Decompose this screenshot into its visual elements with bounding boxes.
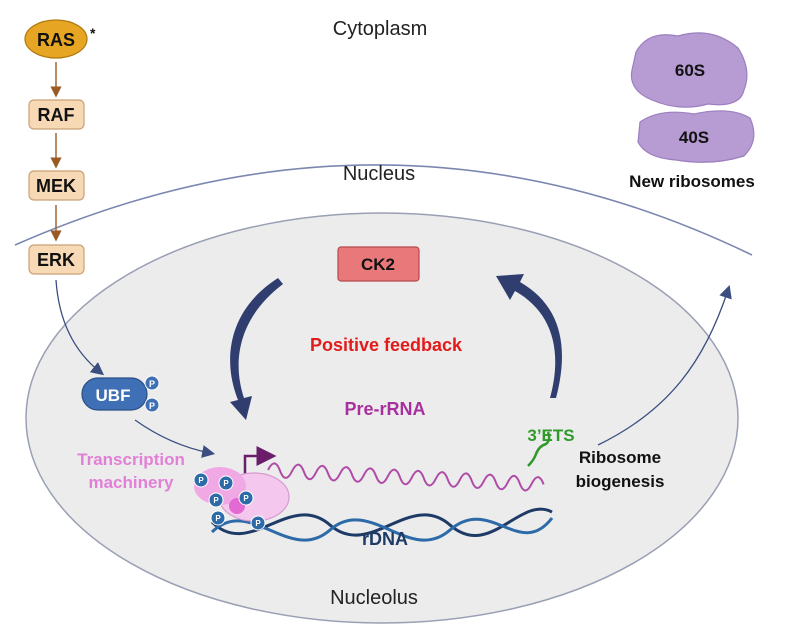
biogenesis-export-arrow [597,285,732,446]
nuclear-envelope [14,164,753,256]
ribosome-40s: 40S [637,110,755,163]
ras-node: RAS * [24,19,96,59]
ribosome-biogenesis-label-2: biogenesis [576,472,665,491]
rdna-label: rDNA [362,529,408,549]
pre-rrna-label: Pre-rRNA [344,399,425,419]
raf-label: RAF [38,105,75,125]
ribosome-biogenesis-label-1: Ribosome [579,448,661,467]
positive-feedback-label: Positive feedback [310,335,463,355]
new-ribosomes-label: New ribosomes [629,172,755,191]
ribosome-40s-label: 40S [679,128,709,147]
ribosome-60s-label: 60S [675,61,705,80]
erk-node: ERK [28,244,85,275]
ck2-label: CK2 [361,255,395,274]
nucleolus-region [25,212,739,624]
ubf-node: UBF P P [81,375,160,413]
feedback-arrow-left [230,278,283,420]
raf-node: RAF [28,99,85,130]
ets-strand [527,431,551,467]
transcription-machinery: P P P P P P [193,467,290,531]
ck2-node: CK2 [337,246,420,282]
pre-rrna-strand [267,462,545,492]
ras-mark: * [90,25,96,41]
ubf-phospho-1: P [149,379,155,389]
mek-node: MEK [28,170,85,201]
ubf-label: UBF [96,386,131,405]
nucleolus-label: Nucleolus [330,587,418,609]
machinery-phospho-1: P [198,476,204,485]
nucleus-label: Nucleus [343,163,415,185]
machinery-phospho-5: P [215,514,221,523]
erk-label: ERK [37,250,75,270]
erk-ubf-arrow [55,279,105,376]
transcription-start-arrow [243,446,277,478]
ubf-phospho-2: P [149,401,155,411]
transcription-machinery-label-2: machinery [88,473,174,492]
machinery-phospho-3: P [213,496,219,505]
machinery-phospho-4: P [243,494,249,503]
ets-label: 3’ETS [527,426,574,445]
feedback-arrow-right [496,274,562,398]
machinery-phospho-2: P [223,479,229,488]
mek-label: MEK [36,176,76,196]
transcription-machinery-label-1: Transcription [77,450,185,469]
ras-label: RAS [37,30,75,50]
cytoplasm-label: Cytoplasm [333,18,427,40]
rdna-helix [210,507,554,542]
machinery-phospho-6: P [255,519,261,528]
ubf-machinery-arrow [134,419,216,458]
ribosome-60s: 60S [630,32,748,108]
